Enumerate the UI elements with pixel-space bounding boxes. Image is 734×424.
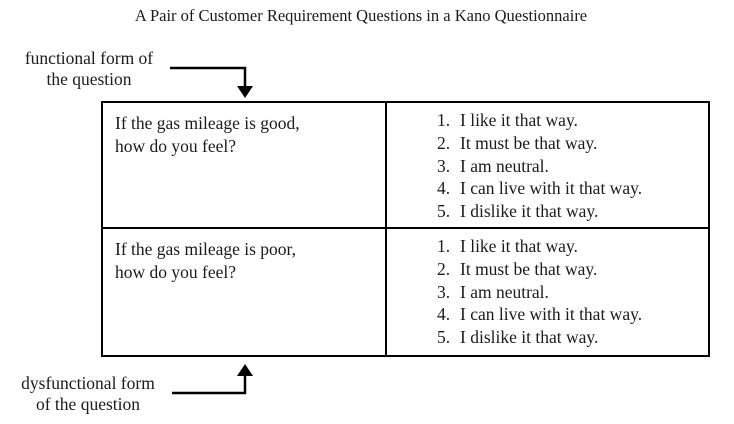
option-text: I am neutral.	[460, 281, 549, 302]
question-cell-functional: If the gas mileage is good, how do you f…	[103, 103, 387, 229]
option-text: I dislike it that way.	[460, 201, 599, 222]
option-item: 5. I dislike it that way.	[437, 200, 704, 223]
option-item: 4. I can live with it that way.	[437, 177, 704, 200]
question-line: If the gas mileage is poor,	[115, 239, 297, 259]
option-number: 1.	[437, 236, 451, 256]
option-number: 5.	[437, 327, 451, 348]
question-cell-dysfunctional: If the gas mileage is poor, how do you f…	[103, 229, 387, 355]
option-item: 2. It must be that way.	[437, 132, 704, 155]
option-number: 4.	[437, 178, 451, 199]
option-number: 2.	[437, 132, 451, 153]
option-text: I can live with it that way.	[460, 304, 643, 325]
option-text: I like it that way.	[460, 110, 578, 130]
functional-form-label-line1: functional form of	[24, 48, 154, 68]
option-item: 1. I like it that way.	[437, 235, 704, 258]
dysfunctional-form-label-line1: dysfunctional form	[21, 373, 155, 393]
option-number: 4.	[437, 304, 451, 325]
functional-form-label-line2: the question	[46, 69, 132, 89]
question-line: If the gas mileage is good,	[115, 113, 300, 133]
option-text: I like it that way.	[460, 236, 578, 256]
option-text: I dislike it that way.	[460, 327, 599, 348]
dysfunctional-arrow-connector	[172, 364, 253, 395]
figure-title: A Pair of Customer Requirement Questions…	[134, 6, 588, 25]
options-cell-dysfunctional: 1. I like it that way. 2. It must be tha…	[387, 229, 708, 355]
option-number: 1.	[437, 110, 451, 130]
option-item: 5. I dislike it that way.	[437, 326, 704, 349]
question-line: how do you feel?	[115, 136, 237, 156]
option-item: 1. I like it that way.	[437, 109, 704, 132]
arrow-down-icon	[237, 86, 253, 98]
arrow-up-icon	[237, 364, 253, 376]
option-number: 3.	[437, 155, 451, 176]
dysfunctional-form-label: dysfunctional form of the question	[2, 373, 174, 415]
option-item: 2. It must be that way.	[437, 258, 704, 281]
option-number: 2.	[437, 258, 451, 279]
kano-question-table: If the gas mileage is good, how do you f…	[101, 101, 710, 357]
option-item: 4. I can live with it that way.	[437, 303, 704, 326]
options-cell-functional: 1. I like it that way. 2. It must be tha…	[387, 103, 708, 229]
question-line: how do you feel?	[115, 262, 237, 282]
functional-form-label: functional form of the question	[6, 48, 172, 90]
dysfunctional-form-label-line2: of the question	[35, 394, 140, 414]
option-number: 5.	[437, 201, 451, 222]
option-text: It must be that way.	[460, 258, 598, 279]
option-item: 3. I am neutral.	[437, 155, 704, 178]
option-number: 3.	[437, 281, 451, 302]
option-text: It must be that way.	[460, 132, 598, 153]
option-text: I am neutral.	[460, 155, 549, 176]
functional-arrow-connector	[170, 66, 253, 98]
option-text: I can live with it that way.	[460, 178, 643, 199]
option-item: 3. I am neutral.	[437, 281, 704, 304]
